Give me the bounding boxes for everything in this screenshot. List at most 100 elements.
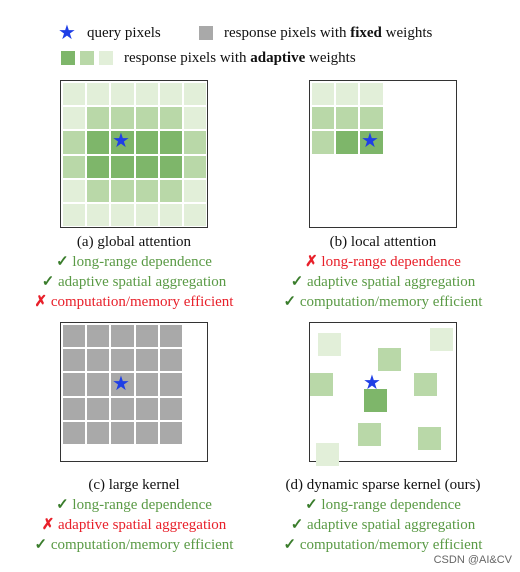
response-pixel [86,154,111,179]
response-pixel [62,82,87,107]
check-icon: ✓ [56,254,69,270]
response-pixel [62,348,87,373]
watermark: CSDN @AI&CV [433,554,512,566]
prop-dynamic-adaptive: ✓ adaptive spatial aggregation [290,517,476,533]
response-pixel [183,106,208,131]
response-pixel [335,82,360,107]
caption-dynamic-sparse-kernel: (d) dynamic sparse kernel (ours) [285,477,481,493]
response-pixel [318,333,341,356]
response-pixel [62,106,87,131]
response-pixel [183,203,208,228]
response-pixel [62,396,87,421]
response-pixel [158,82,183,107]
prop-large-adaptive: ✗ adaptive spatial aggregation [41,517,227,533]
response-pixel [134,82,159,107]
response-pixel [158,420,183,445]
response-pixel [62,420,87,445]
response-pixel [134,178,159,203]
check-icon: ✓ [41,274,55,290]
response-pixel [134,348,159,373]
response-pixel [86,324,111,349]
response-pixel [86,106,111,131]
response-pixel [158,372,183,397]
response-pixel [134,396,159,421]
legend-fixed-swatch [199,26,213,40]
prop-global-long-range: ✓ long-range dependence [56,254,212,270]
response-pixel [158,106,183,131]
response-pixel [86,348,111,373]
caption-local-attention: (b) local attention [329,234,437,250]
response-pixel [86,203,111,228]
response-pixel [110,106,135,131]
response-pixel [158,324,183,349]
response-pixel [62,130,87,155]
response-pixel [183,130,208,155]
legend-adaptive-mid-swatch [80,51,94,65]
response-pixel [158,130,183,155]
panel-dynamic-sparse-kernel: ★ [309,322,457,466]
response-pixel [62,324,87,349]
response-pixel [86,372,111,397]
response-pixel [158,203,183,228]
response-pixel [364,389,387,412]
legend-adaptive-light-swatch [99,51,113,65]
caption-large-kernel: (c) large kernel [88,477,180,493]
prop-dynamic-efficient: ✓ computation/memory efficient [283,537,483,553]
response-pixel [158,348,183,373]
response-pixel [358,423,381,446]
query-star-icon: ★ [112,373,130,395]
response-pixel [158,178,183,203]
legend-adaptive-strong-swatch [61,51,75,65]
response-pixel [378,348,401,371]
response-pixel [310,373,333,396]
caption-global-attention: (a) global attention [76,234,192,250]
response-pixel [430,328,453,351]
response-pixel [110,348,135,373]
prop-large-efficient: ✓ computation/memory efficient [34,537,234,553]
response-pixel [86,420,111,445]
response-pixel [110,178,135,203]
response-pixel [62,203,87,228]
prop-local-long-range: ✗ long-range dependence [305,254,461,270]
response-pixel [134,324,159,349]
response-pixel [311,82,336,107]
prop-global-adaptive: ✓ adaptive spatial aggregation [41,274,227,290]
response-pixel [134,420,159,445]
response-pixel [316,443,339,466]
check-icon: ✓ [305,497,318,513]
prop-local-adaptive: ✓ adaptive spatial aggregation [290,274,476,290]
cross-icon: ✗ [305,254,318,270]
check-icon: ✓ [56,497,69,513]
query-star-icon: ★ [363,372,381,394]
response-pixel [86,178,111,203]
check-icon: ✓ [34,537,48,553]
check-icon: ✓ [283,294,297,310]
response-pixel [418,427,441,450]
prop-large-long-range: ✓ long-range dependence [56,497,212,513]
response-pixel [110,372,135,397]
response-pixel [110,420,135,445]
response-pixel [134,106,159,131]
panel-local-attention [309,80,457,228]
response-pixel [110,154,135,179]
response-pixel [62,178,87,203]
prop-local-efficient: ✓ computation/memory efficient [283,294,483,310]
response-pixel [158,396,183,421]
response-pixel [183,154,208,179]
response-pixel [110,203,135,228]
response-pixel [62,154,87,179]
response-pixel [86,396,111,421]
cross-icon: ✗ [41,517,55,533]
response-pixel [414,373,437,396]
response-pixel [110,324,135,349]
response-pixel [86,82,111,107]
response-pixel [134,203,159,228]
response-pixel [110,396,135,421]
query-star-icon: ★ [112,130,130,152]
legend-fixed-label: response pixels with fixed weights [224,25,433,41]
response-pixel [134,372,159,397]
panel-large-kernel [60,322,208,462]
prop-global-efficient: ✗ computation/memory efficient [34,294,234,310]
response-pixel [62,372,87,397]
legend-adaptive-label: response pixels with adaptive weights [124,50,356,66]
